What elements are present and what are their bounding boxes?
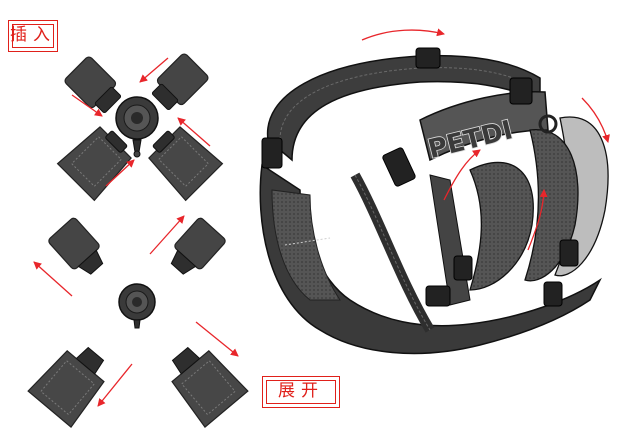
strap-upper-left-separated — [47, 217, 110, 281]
buckle-side-lower — [544, 282, 562, 306]
harness-illustration: PETDI — [260, 30, 608, 353]
buckle-belly — [454, 256, 472, 280]
strap-lower-right-separated — [159, 336, 248, 427]
arrow-expand-4 — [196, 322, 238, 356]
arrow-neck-top — [362, 30, 444, 40]
assembled-buckle-group — [58, 52, 223, 200]
insert-label: 插入 — [8, 20, 58, 52]
buckle-top — [416, 48, 440, 68]
strap-lower-left-separated — [28, 336, 117, 427]
buckle-left — [262, 138, 282, 168]
expand-label: 展开 — [262, 376, 340, 408]
buckle-side-upper — [560, 240, 578, 266]
buckle-hub-separated — [119, 284, 155, 328]
buckle-back — [510, 78, 532, 104]
strap-upper-right-separated — [164, 217, 227, 281]
belly-pad — [470, 162, 533, 290]
arrow-expand-1 — [34, 262, 72, 296]
arrow-expand-3 — [98, 364, 132, 406]
strap-upper-right — [147, 52, 209, 114]
strap-upper-left — [63, 55, 125, 117]
buckle-chest — [382, 147, 416, 187]
separated-buckle-group — [28, 216, 248, 427]
buckle-bottom — [426, 286, 450, 306]
strap-lower-right — [142, 120, 223, 201]
